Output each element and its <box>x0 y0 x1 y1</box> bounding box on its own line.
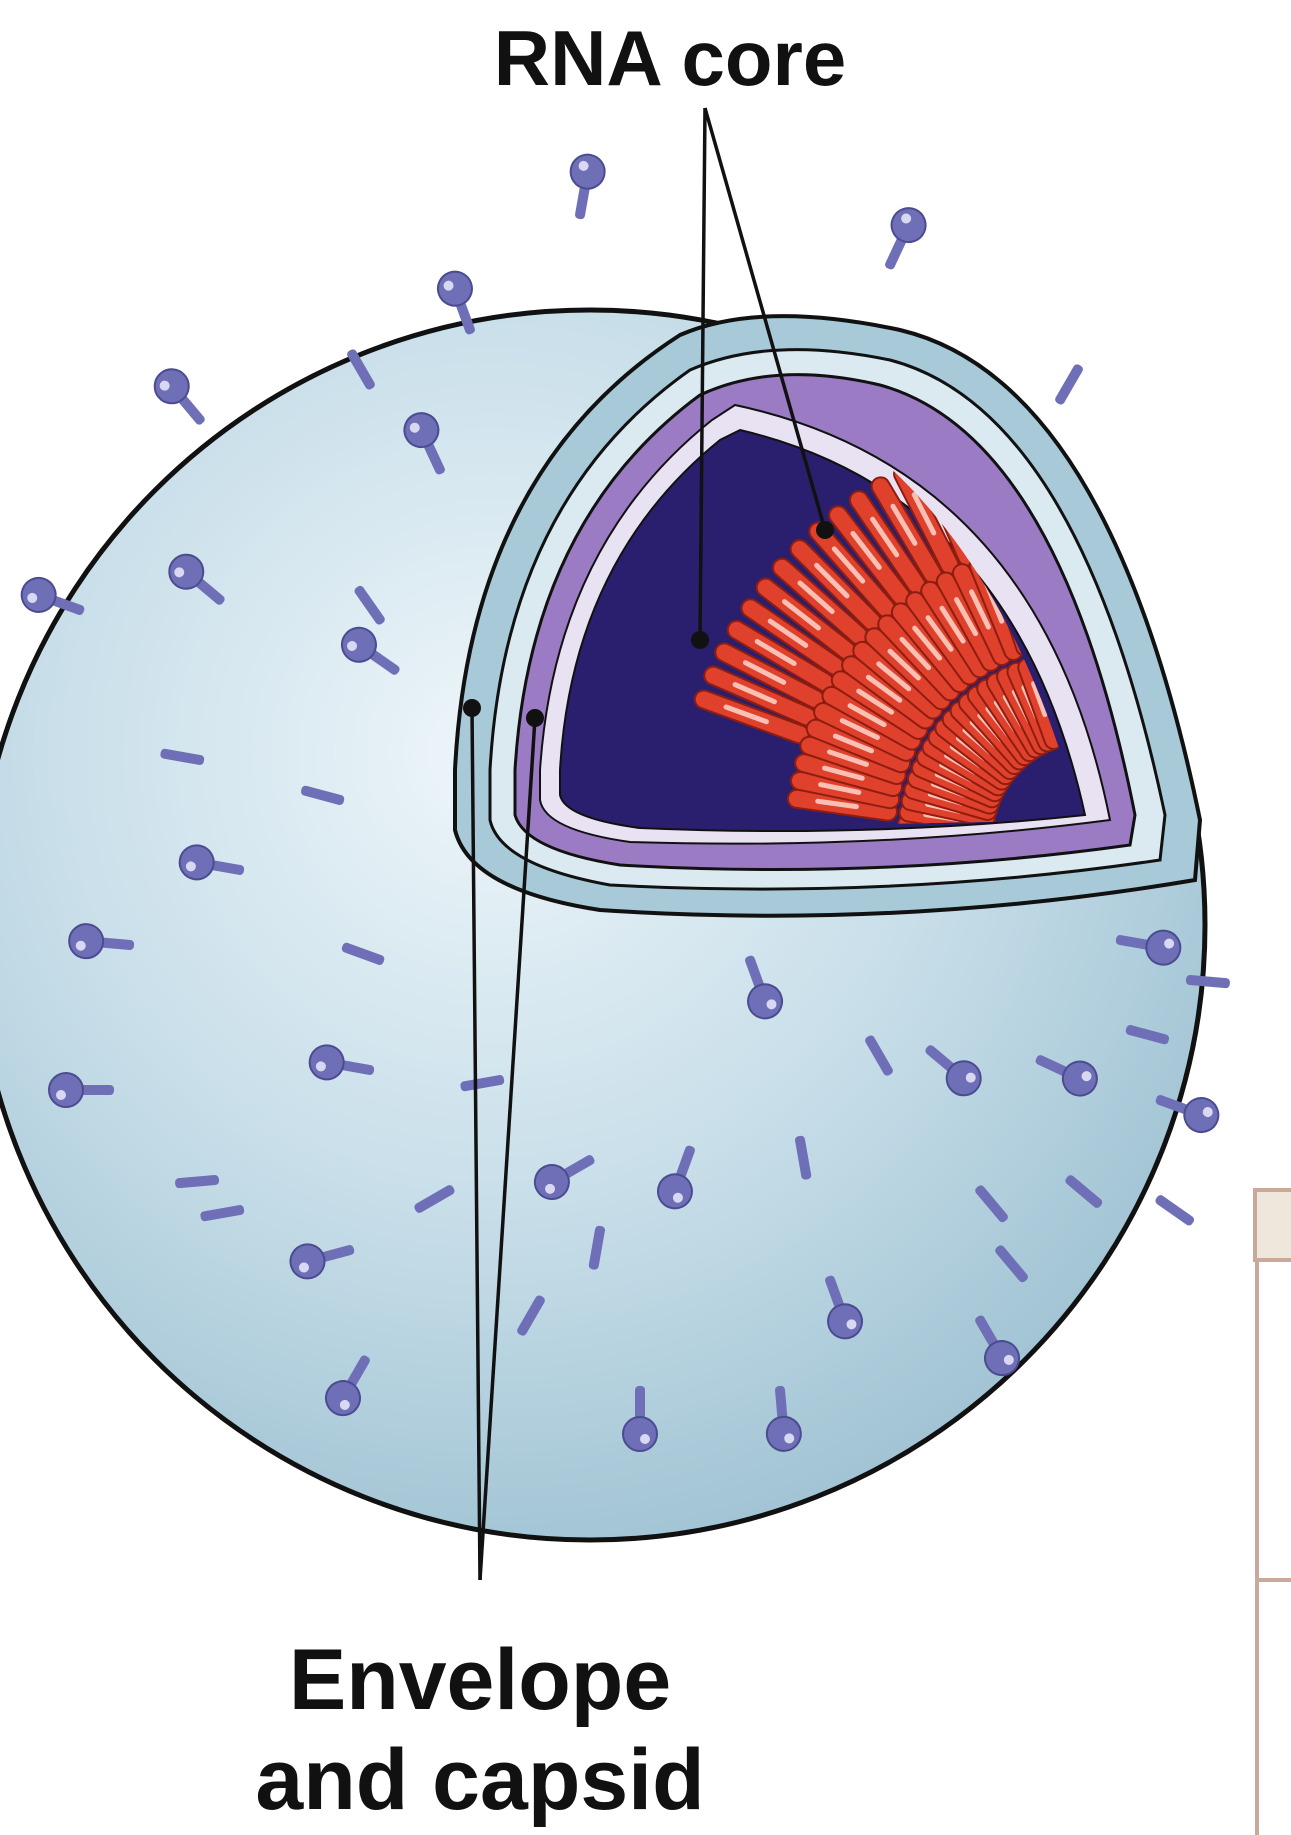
spike-knob <box>886 203 931 248</box>
spike-highlight <box>640 1434 650 1444</box>
spike-icon <box>563 152 608 222</box>
spike-stem <box>1054 363 1085 406</box>
envelope-pointer-dot <box>463 699 481 717</box>
spike-knob <box>17 573 61 617</box>
spike-icon <box>148 362 216 434</box>
envelope-label-line2: and capsid <box>130 1730 830 1830</box>
partial-table <box>1255 1190 1291 1835</box>
spike-knob <box>1180 1093 1224 1137</box>
capsid-pointer-dot <box>526 709 544 727</box>
spike-knob <box>623 1417 657 1451</box>
rna-pointer-dot-b <box>816 521 834 539</box>
rna-core-label: RNA core <box>360 8 980 108</box>
spike-knob <box>568 152 607 191</box>
table-header-cell <box>1255 1190 1291 1260</box>
spike-stem <box>1154 1194 1196 1227</box>
spike-highlight <box>56 1090 66 1100</box>
spike-knob <box>433 267 477 311</box>
spike-icon <box>873 203 931 276</box>
rna-pointer-dot-a <box>691 631 709 649</box>
spike-icon <box>1154 1194 1196 1227</box>
spike-icon <box>1054 363 1085 406</box>
spike-knob <box>49 1073 83 1107</box>
envelope-label-line1: Envelope <box>130 1630 830 1730</box>
